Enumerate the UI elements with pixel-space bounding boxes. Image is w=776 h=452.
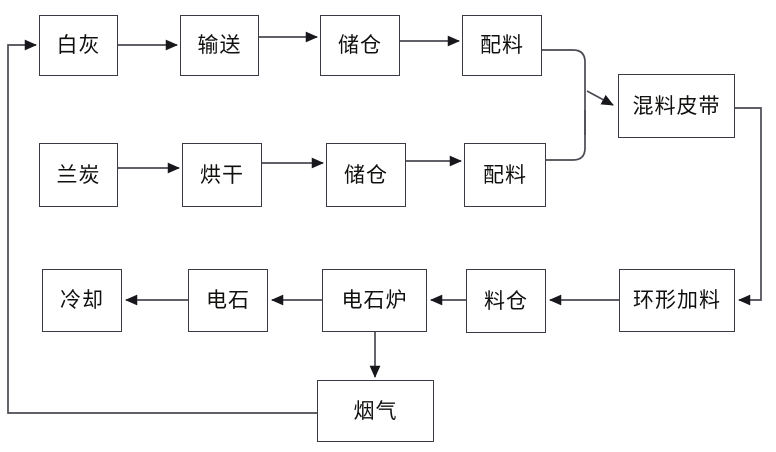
node-dianshilu[interactable]: 电石炉 — [322, 269, 427, 332]
node-label: 白灰 — [56, 33, 101, 57]
node-label: 输送 — [197, 33, 242, 57]
node-chucang-1[interactable]: 储仓 — [320, 15, 400, 76]
node-liaocang[interactable]: 料仓 — [466, 269, 546, 333]
node-chucang-2[interactable]: 储仓 — [326, 143, 406, 207]
node-label: 电石 — [206, 288, 250, 312]
node-honggan[interactable]: 烘干 — [182, 143, 262, 207]
node-label: 电石炉 — [341, 288, 408, 312]
node-label: 烘干 — [200, 162, 244, 187]
node-label: 配料 — [483, 162, 527, 187]
node-hunliao-pidai[interactable]: 混料皮带 — [618, 74, 735, 138]
node-label: 冷却 — [60, 288, 104, 312]
node-dianshi[interactable]: 电石 — [188, 269, 268, 332]
node-label: 储仓 — [338, 33, 382, 57]
edge-hunliaopidai-to-huanxingjialiao — [735, 107, 762, 306]
node-shusong[interactable]: 输送 — [180, 15, 259, 76]
node-yanqi[interactable]: 烟气 — [317, 380, 434, 442]
node-label: 储仓 — [344, 162, 388, 187]
node-huanxing-jialiao[interactable]: 环形加料 — [619, 269, 735, 332]
edge-yanqi-to-baihui — [7, 39, 317, 414]
node-baihui[interactable]: 白灰 — [39, 15, 118, 76]
node-lantan[interactable]: 兰炭 — [39, 143, 118, 207]
node-label: 烟气 — [353, 398, 398, 423]
node-peiliao-2[interactable]: 配料 — [464, 143, 546, 207]
edge-peiliao2-to-merge — [546, 110, 586, 161]
node-peiliao-1[interactable]: 配料 — [462, 15, 542, 76]
node-lengque[interactable]: 冷却 — [42, 269, 122, 332]
node-label: 混料皮带 — [632, 93, 721, 118]
node-label: 料仓 — [484, 288, 528, 313]
node-label: 兰炭 — [56, 162, 101, 187]
edge-merge-to-hunliaopidai — [586, 90, 614, 106]
node-label: 配料 — [480, 33, 524, 57]
node-label: 环形加料 — [633, 288, 721, 312]
edge-peiliao1-to-merge — [542, 49, 586, 135]
